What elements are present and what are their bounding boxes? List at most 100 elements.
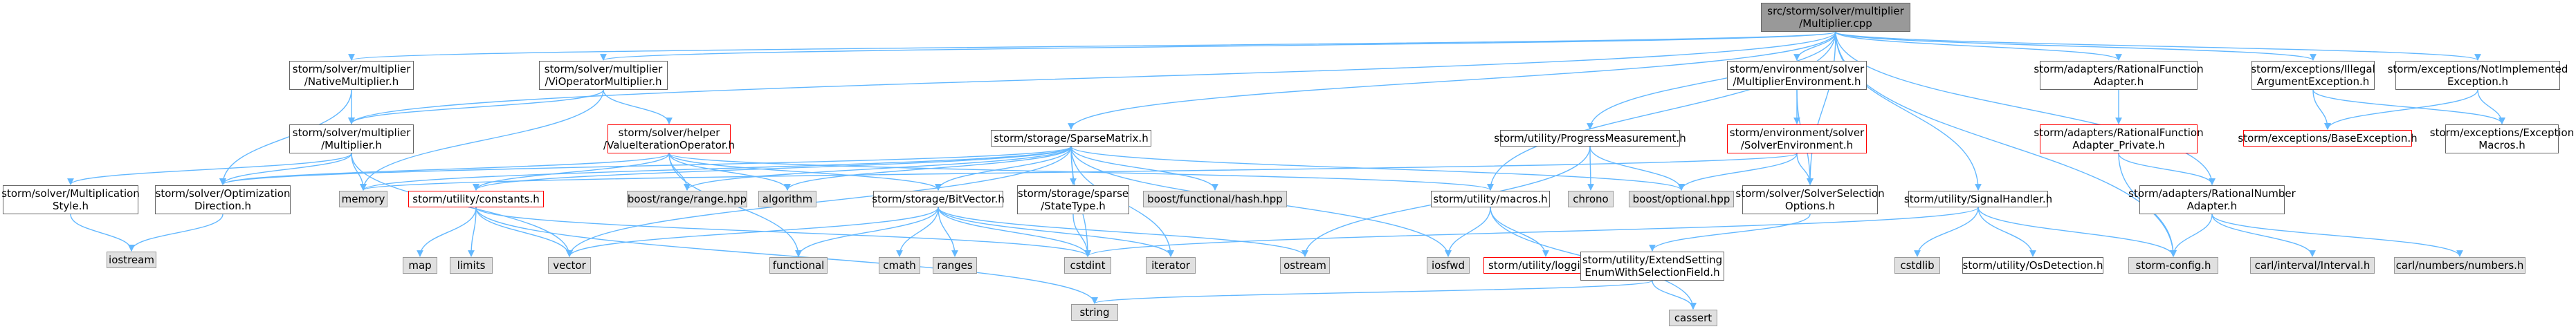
node-bit-vector-h[interactable]: storm/storage/BitVector.h	[872, 191, 1005, 207]
edge-signal-to-cstdint	[1084, 207, 1979, 257]
edge-bitvector-to-ostream	[938, 207, 1308, 257]
node-state-type-h[interactable]: storm/storage/sparse/StateType.h	[1017, 185, 1129, 214]
edge-vio-to-optdir	[219, 153, 670, 185]
edge-solverenv-to-boostopt	[1678, 153, 1798, 191]
edge-multh-to-optdir	[219, 153, 352, 185]
edge-progress-to-chrono	[1587, 146, 1594, 191]
edge-viop-to-vio	[603, 89, 673, 124]
edge-constants-to-vector	[475, 207, 573, 257]
node-limits[interactable]: limits	[450, 257, 493, 274]
node-ranges[interactable]: ranges	[933, 257, 977, 274]
edge-sparse-to-optdir	[219, 146, 1072, 185]
node-value-iteration-operator-h[interactable]: storm/solver/helper/ValueIterationOperat…	[603, 124, 735, 153]
edge-sparse-to-constants	[473, 146, 1072, 191]
node-iosfwd[interactable]: iosfwd	[1427, 257, 1470, 274]
edge-extsetting-to-string	[1091, 280, 1653, 304]
node-constants-h[interactable]: storm/utility/constants.h	[408, 191, 544, 207]
edge-multh-to-multstyle	[67, 153, 352, 185]
edge-signal-to-config	[1977, 207, 2177, 257]
edge-viop-to-multh	[348, 89, 604, 124]
edge-sparse-to-bitvector	[935, 146, 1072, 191]
edge-constants-to-map	[417, 207, 477, 257]
node-boost-functional-hash-hpp[interactable]: boost/functional/hash.hpp	[1143, 191, 1287, 207]
edge-illegal-to-excmacros	[2312, 89, 2505, 124]
node-vector[interactable]: vector	[548, 257, 591, 274]
node-memory[interactable]: memory	[339, 191, 387, 207]
edge-vio-to-constants	[473, 153, 670, 191]
edge-solverenv-to-memory	[360, 153, 1798, 191]
node-multiplier-environment-h[interactable]: storm/environment/solver/MultiplierEnvir…	[1727, 61, 1867, 90]
node-boost-range-hpp[interactable]: boost/range/range.hpp	[627, 191, 747, 207]
edge-sparse-to-boostopt	[1070, 146, 1685, 191]
node-macros-h[interactable]: storm/utility/macros.h	[1431, 191, 1550, 207]
edge-root-to-ratfunc	[1835, 31, 2122, 61]
node-string[interactable]: string	[1071, 304, 1118, 321]
node-multiplier-h[interactable]: storm/solver/multiplier/Multiplier.h	[289, 124, 414, 153]
node-algorithm[interactable]: algorithm	[758, 191, 816, 207]
node-cstdint[interactable]: cstdint	[1064, 257, 1111, 274]
edge-progress-to-boostopt	[1589, 146, 1685, 191]
node-multiplier-cpp[interactable]: src/storm/solver/multiplier/Multiplier.c…	[1761, 3, 1910, 32]
node-iterator[interactable]: iterator	[1146, 257, 1196, 274]
node-boost-optional-hpp[interactable]: boost/optional.hpp	[1629, 191, 1734, 207]
node-progress-measurement-h[interactable]: storm/utility/ProgressMeasurement.h	[1494, 130, 1686, 147]
edge-ratnum-to-carlnum	[2211, 214, 2463, 257]
edge-bitvector-to-iterator	[938, 207, 1174, 257]
edge-notimpl-to-baseexc	[2324, 89, 2478, 130]
edge-root-to-sparse	[1068, 31, 1836, 130]
edge-root-to-notimpl	[1835, 31, 2481, 61]
node-cassert[interactable]: cassert	[1669, 310, 1717, 326]
node-ostream[interactable]: ostream	[1280, 257, 1330, 274]
node-functional[interactable]: functional	[769, 257, 828, 274]
edge-root-to-native	[349, 31, 1836, 61]
node-chrono[interactable]: chrono	[1568, 191, 1614, 207]
node-iostream[interactable]: iostream	[107, 252, 156, 268]
edge-sparse-to-vector	[566, 146, 1072, 257]
node-native-multiplier-h[interactable]: storm/solver/multiplier/NativeMultiplier…	[289, 61, 414, 90]
node-carl-interval-h[interactable]: carl/interval/Interval.h	[2250, 257, 2375, 274]
edge-illegal-to-baseexc	[2312, 89, 2331, 130]
node-signal-handler-h[interactable]: storm/utility/SignalHandler.h	[1904, 191, 2052, 207]
node-storm-config-h[interactable]: storm-config.h	[2128, 257, 2218, 274]
edge-ratfuncpriv-to-ratnum	[2118, 153, 2216, 185]
edge-sparse-to-boostfunc	[1070, 146, 1218, 191]
edge-root-to-solversel	[1807, 31, 1836, 185]
node-sparse-matrix-h[interactable]: storm/storage/SparseMatrix.h	[991, 130, 1151, 147]
edge-ratnum-to-config	[2170, 214, 2213, 257]
edge-root-to-illegal	[1835, 31, 2317, 61]
node-map[interactable]: map	[403, 257, 437, 274]
edge-vio-to-bitvector	[668, 153, 942, 191]
node-carl-numbers-h[interactable]: carl/numbers/numbers.h	[2394, 257, 2525, 274]
edge-bitvector-to-ranges	[938, 207, 958, 257]
node-vi-operator-multiplier-h[interactable]: storm/solver/multiplier/ViOperatorMultip…	[539, 61, 668, 90]
edge-root-to-viop	[600, 31, 1836, 61]
edge-multh-to-memory	[351, 153, 367, 191]
edge-macros-to-iosfwd	[1445, 207, 1491, 257]
node-os-detection-h[interactable]: storm/utility/OsDetection.h	[1962, 257, 2103, 274]
edge-root-to-multenvsolver	[1793, 31, 1836, 61]
edge-signal-to-osdetect	[1977, 207, 2036, 257]
edge-constants-to-string	[475, 207, 1098, 304]
edge-root-to-signal	[1835, 31, 1982, 191]
node-solver-environment-h[interactable]: storm/environment/solver/SolverEnvironme…	[1727, 124, 1867, 153]
edge-bitvector-to-cmath	[896, 207, 939, 257]
edge-optdir-to-iostream	[128, 214, 223, 252]
edge-sparse-to-boostrange	[684, 146, 1072, 191]
edge-constants-to-limits	[468, 207, 477, 257]
node-cmath[interactable]: cmath	[879, 257, 920, 274]
node-base-exception-h[interactable]: storm/exceptions/BaseException.h	[2238, 130, 2418, 147]
edge-sparse-to-algorithm	[784, 146, 1072, 191]
node-cstdlib[interactable]: cstdlib	[1894, 257, 1940, 274]
